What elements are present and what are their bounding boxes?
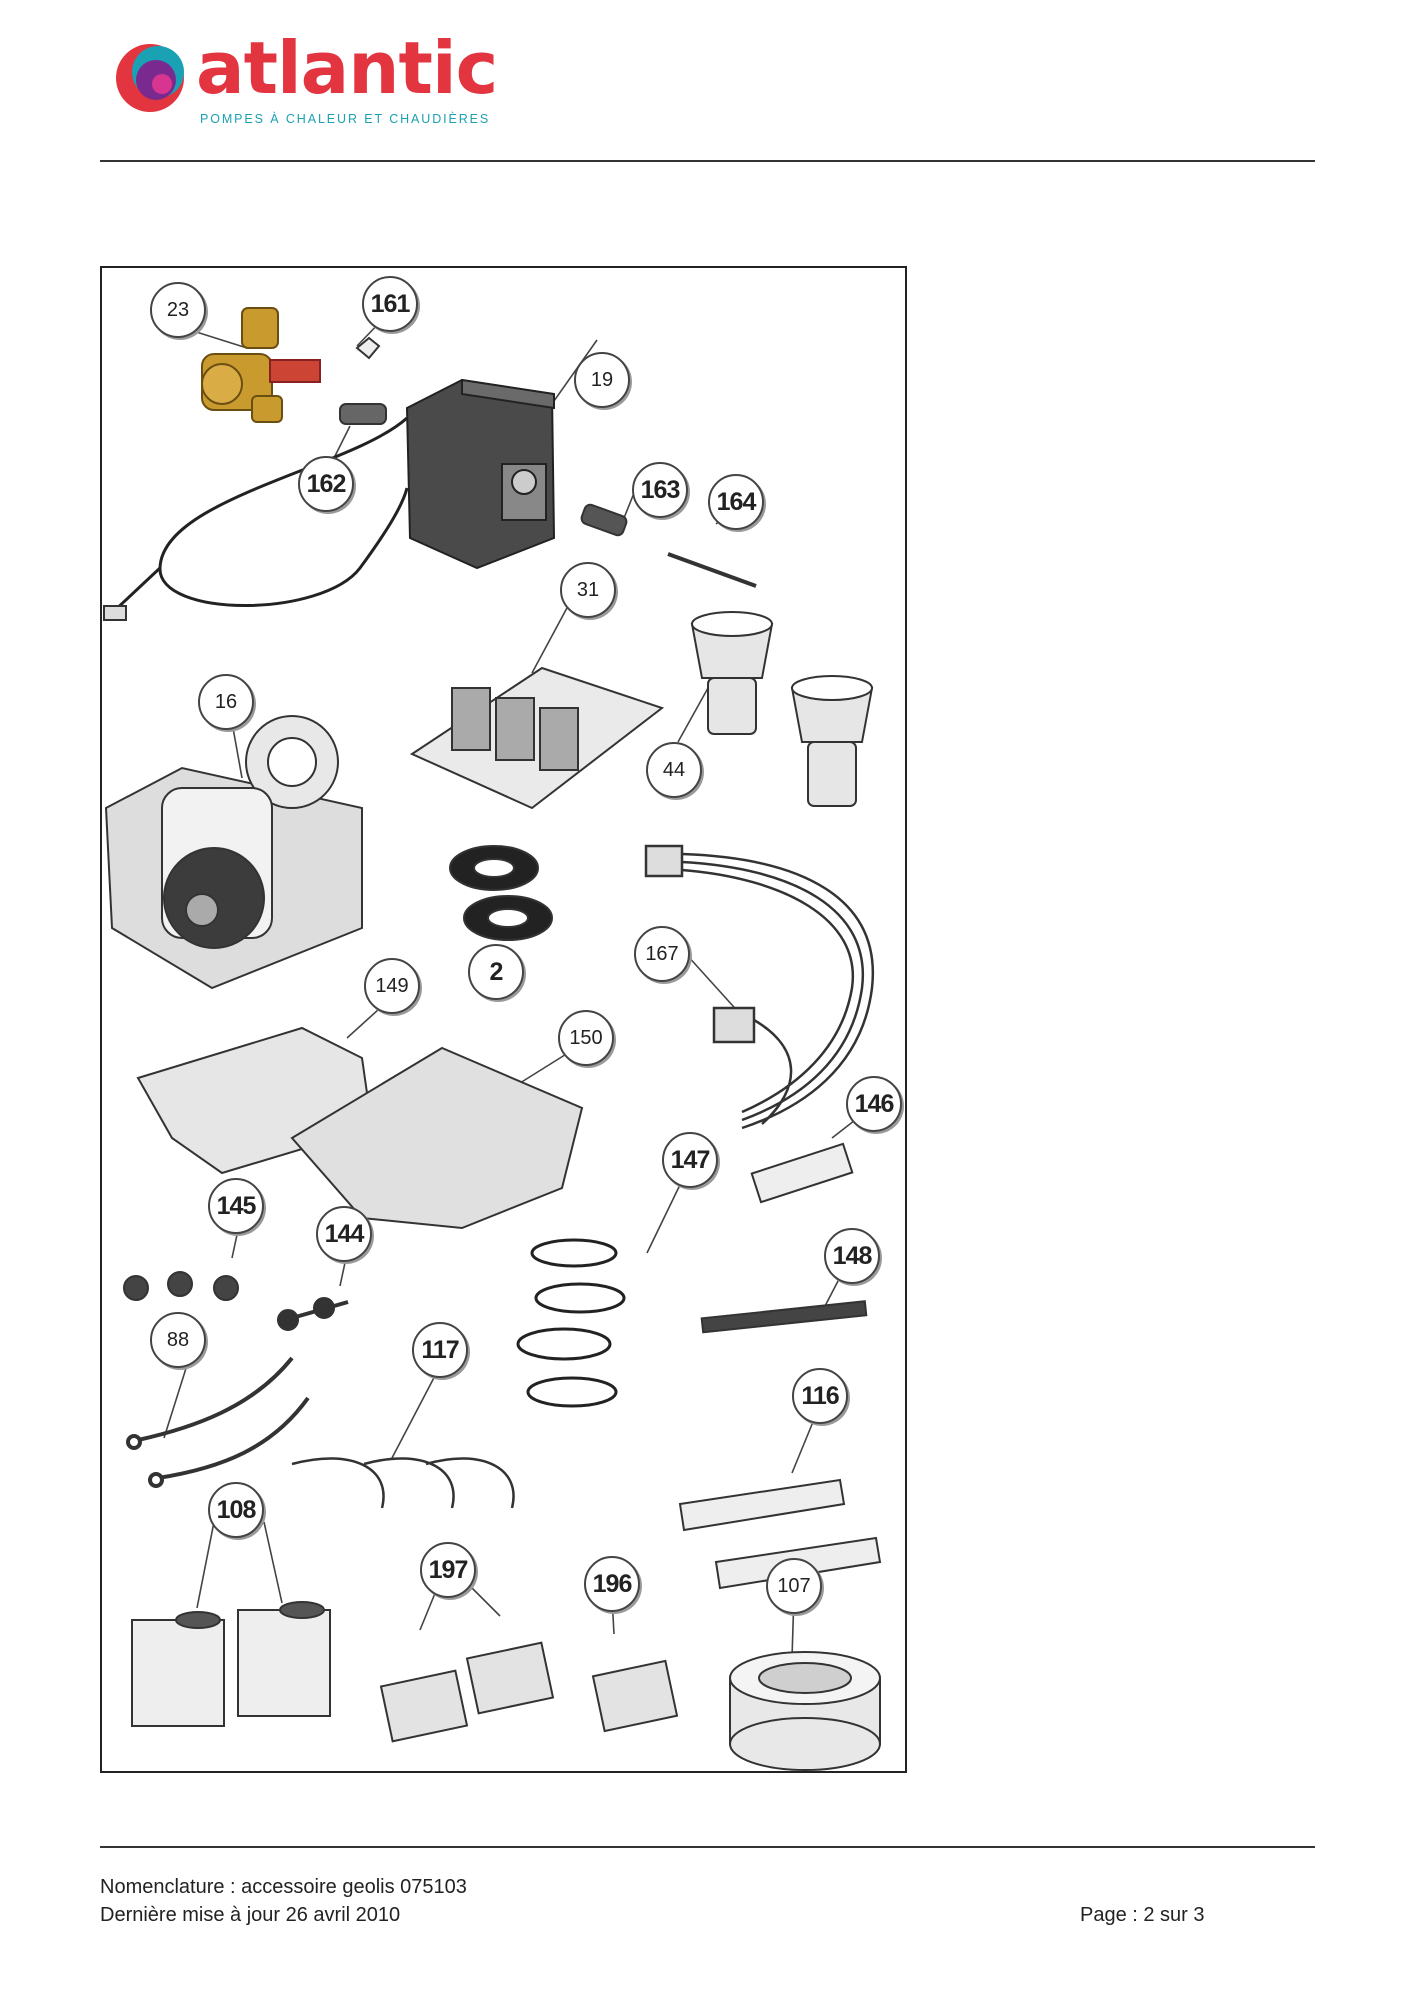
callout-88: 88 [150, 1312, 206, 1368]
page-number: Page : 2 sur 3 [1080, 1904, 1205, 1926]
brand-name: atlantic [196, 26, 498, 110]
atlantic-logo: atlantic POMPES À CHALEUR ET CHAUDIÈRES [112, 32, 498, 132]
part-197-196-connectors [379, 1641, 679, 1743]
callout-164: 164 [708, 474, 764, 530]
callout-44: 44 [646, 742, 702, 798]
part-31-board [409, 666, 665, 810]
callout-148: 148 [824, 1228, 880, 1284]
part-44-fittings [690, 611, 874, 807]
callout-116: 116 [792, 1368, 848, 1424]
footer-divider [100, 1846, 1315, 1848]
callout-145: 145 [208, 1178, 264, 1234]
part-88-wires [126, 1356, 310, 1488]
callout-162: 162 [298, 456, 354, 512]
part-144-screws [277, 1297, 349, 1331]
brand-tagline: POMPES À CHALEUR ET CHAUDIÈRES [200, 112, 491, 126]
part-2-seals [449, 845, 553, 941]
callout-147: 147 [662, 1132, 718, 1188]
part-107-tape [729, 1651, 881, 1771]
callout-16: 16 [198, 674, 254, 730]
callout-146: 146 [846, 1076, 902, 1132]
part-23-valve [201, 307, 321, 423]
part-146-strip [750, 1142, 854, 1204]
callout-149: 149 [364, 958, 420, 1014]
callout-108: 108 [208, 1482, 264, 1538]
callout-31: 31 [560, 562, 616, 618]
part-16-pump [104, 715, 363, 990]
exploded-parts-diagram: 23 161 19 162 163 164 31 16 44 2 167 149… [100, 266, 907, 1773]
callout-23: 23 [150, 282, 206, 338]
callout-167: 167 [634, 926, 690, 982]
callout-144: 144 [316, 1206, 372, 1262]
callout-107: 107 [766, 1558, 822, 1614]
logo-swirl-icon [116, 44, 184, 112]
callout-196: 196 [584, 1556, 640, 1612]
callout-163: 163 [632, 462, 688, 518]
part-167-harness [644, 844, 875, 1130]
callout-150: 150 [558, 1010, 614, 1066]
callout-19: 19 [574, 352, 630, 408]
footer-nomenclature: Nomenclature : accessoire geolis 075103 [100, 1876, 467, 1898]
part-19-actuator [405, 378, 556, 570]
part-117-sensors [291, 1457, 515, 1509]
parts-drawing [103, 307, 882, 1771]
callout-197: 197 [420, 1542, 476, 1598]
callout-2: 2 [468, 944, 524, 1000]
part-147-ties [516, 1238, 626, 1408]
part-108-sleeves [131, 1601, 331, 1727]
footer-last-update: Dernière mise à jour 26 avril 2010 [100, 1904, 401, 1926]
part-148-rail [700, 1300, 868, 1334]
callout-161: 161 [362, 276, 418, 332]
callout-117: 117 [412, 1322, 468, 1378]
header-divider [100, 160, 1315, 162]
part-145-screws [123, 1271, 239, 1301]
